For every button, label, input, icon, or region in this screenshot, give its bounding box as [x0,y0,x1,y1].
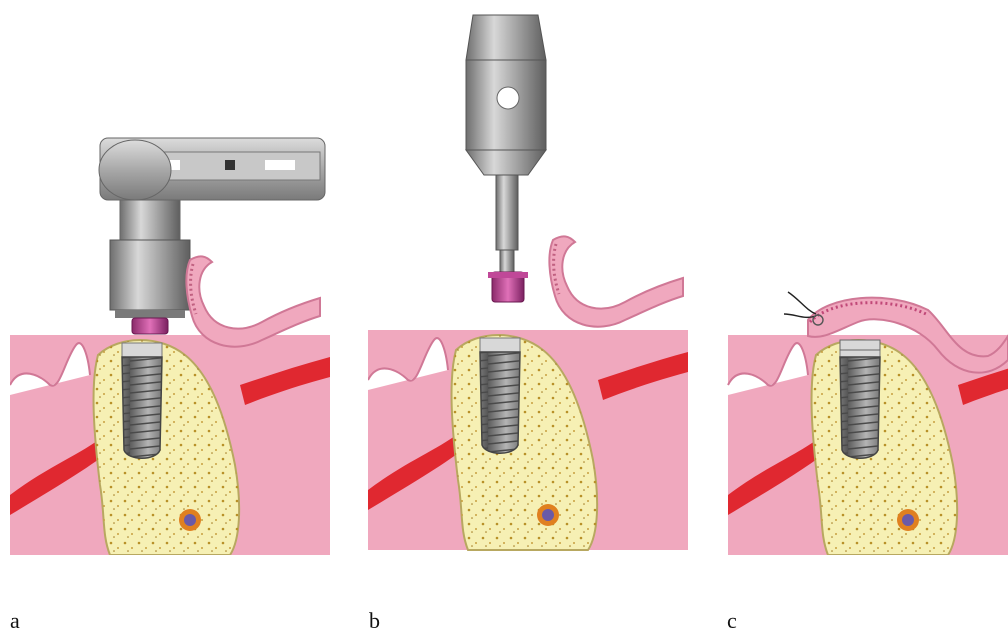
panel-b-label: b [369,608,380,634]
panel-c-diagram [688,280,1008,555]
panel-b [368,10,688,555]
healing-cap [488,272,528,302]
panel-c-label: c [727,608,737,634]
panel-c [688,280,1008,555]
hand-ratchet-driver [466,15,546,272]
cover-screw [840,340,880,350]
panel-a [10,130,330,555]
panel-a-diagram [10,130,330,555]
healing-cap [132,318,168,334]
jaw-section [368,236,688,550]
panel-a-label: a [10,608,20,634]
panel-b-diagram [368,10,688,555]
contra-angle-handpiece [99,138,325,318]
